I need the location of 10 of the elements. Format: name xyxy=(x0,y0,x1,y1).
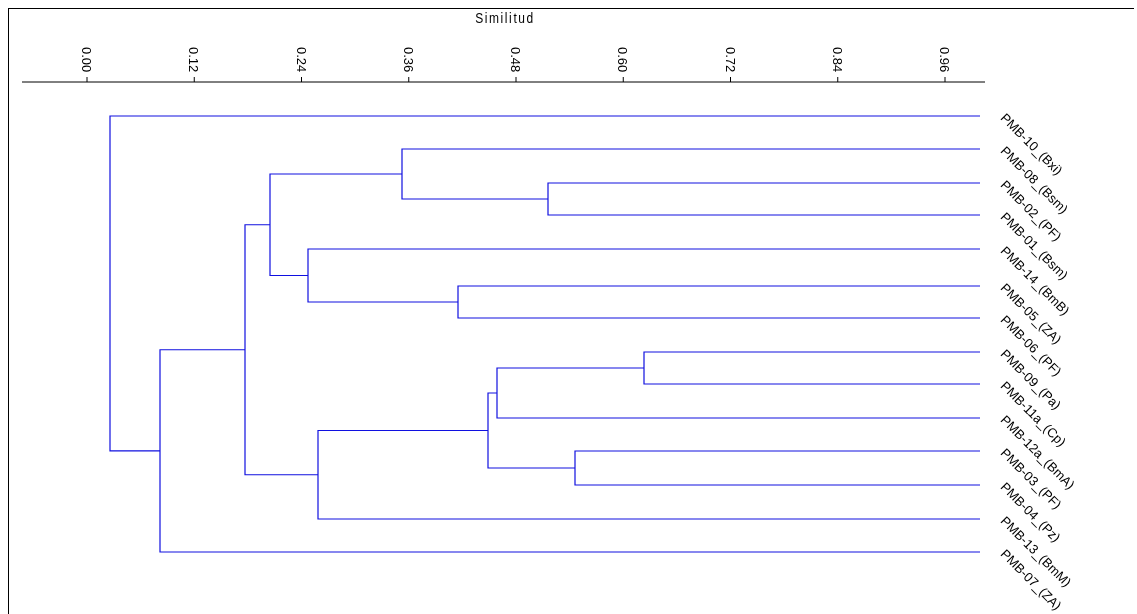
tick-label: 0.00 xyxy=(79,47,94,73)
tick-label: 0.60 xyxy=(615,47,631,73)
tick-label: 0.96 xyxy=(937,47,952,73)
tick-label: 0.48 xyxy=(508,47,523,73)
tick-label: 0.36 xyxy=(400,47,416,73)
tick-label: 0.72 xyxy=(722,47,738,73)
tick-label: 0.84 xyxy=(829,47,845,73)
axis-title: Similitud xyxy=(474,9,536,26)
tick-label: 0.24 xyxy=(293,47,309,73)
tick-label: 0.12 xyxy=(186,47,202,73)
